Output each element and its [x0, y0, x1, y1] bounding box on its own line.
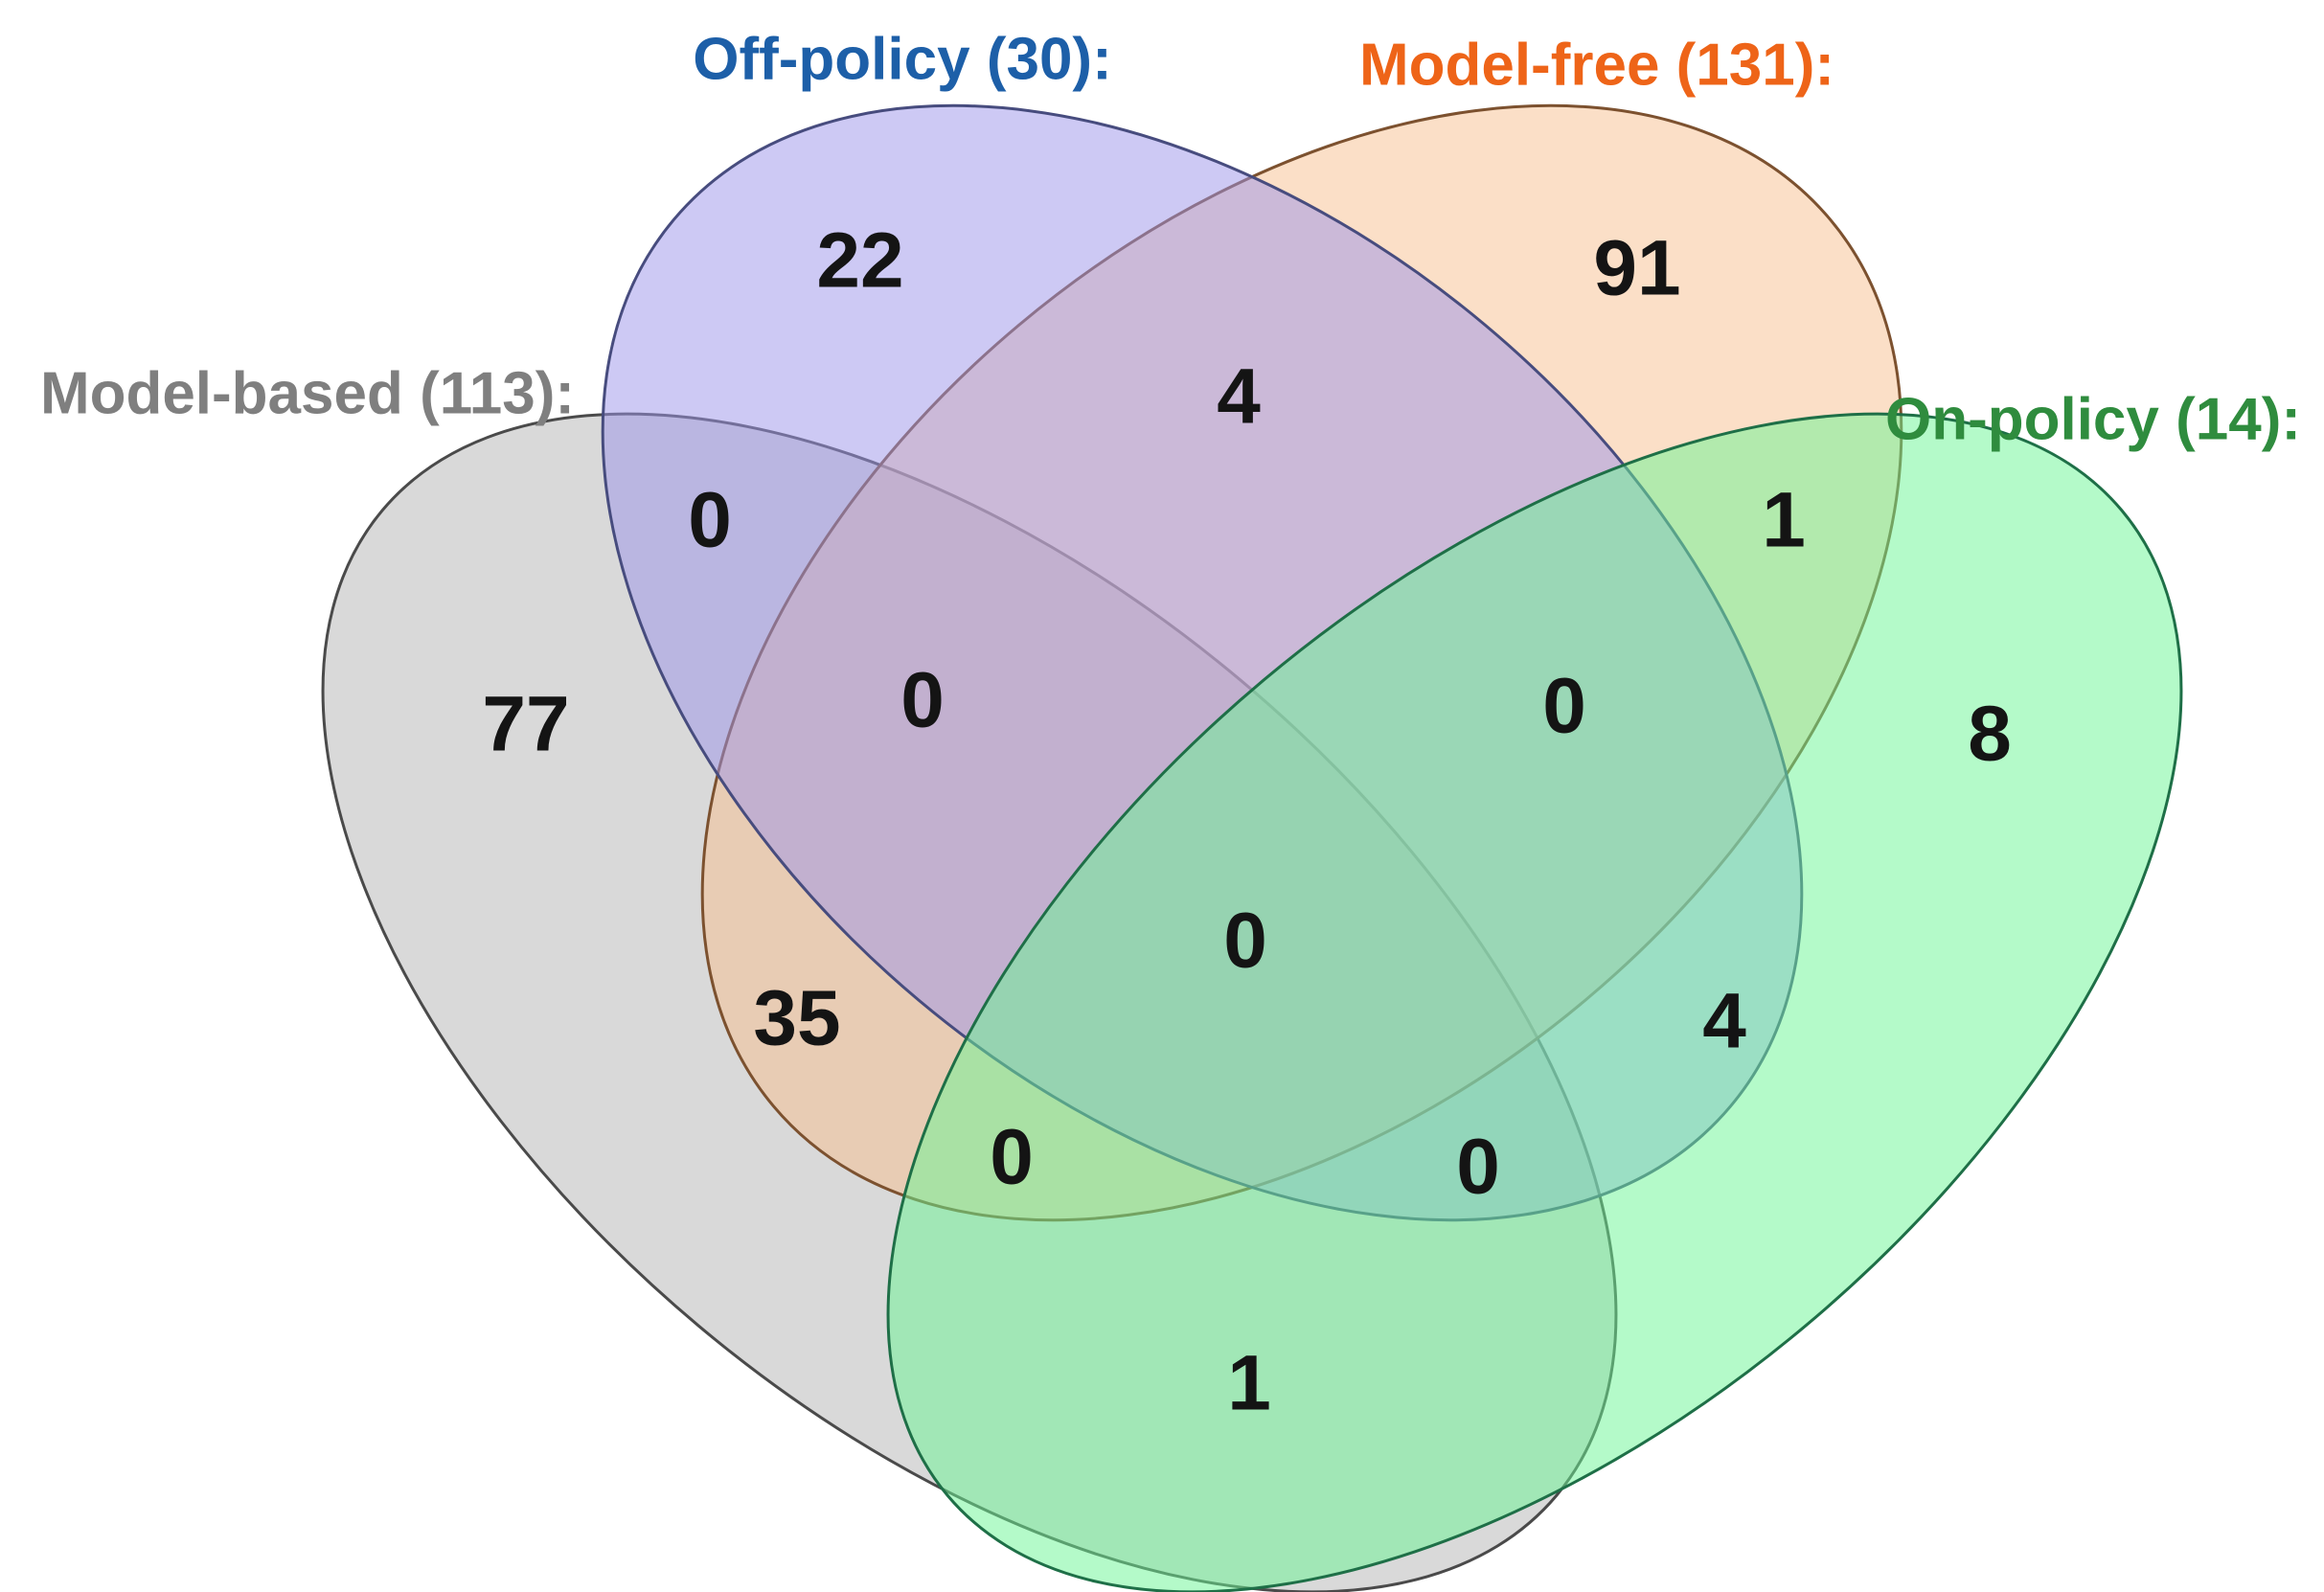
- count-model-based-model-free: 35: [753, 975, 840, 1062]
- set-label-off-policy: Off-policy (30):: [693, 27, 1111, 93]
- count-model-based-only: 77: [482, 681, 569, 768]
- set-label-on-policy: On-policy (14):: [1885, 387, 2301, 453]
- count-on-policy-only: 8: [1968, 691, 2012, 778]
- set-labels: Model-based (113): Off-policy (30): Mode…: [40, 27, 2301, 453]
- count-model-based-model-free-on-policy: 0: [990, 1114, 1034, 1201]
- count-off-policy-model-free-on-policy: 0: [1542, 663, 1586, 750]
- count-model-based-off-policy-on-policy: 0: [1456, 1124, 1500, 1211]
- count-all-four: 0: [1223, 898, 1267, 985]
- count-model-based-off-policy: 0: [688, 477, 732, 564]
- count-model-based-on-policy: 1: [1227, 1340, 1271, 1427]
- count-off-policy-on-policy: 4: [1702, 978, 1746, 1065]
- count-off-policy-model-free: 4: [1217, 353, 1261, 441]
- count-model-free-only: 91: [1593, 225, 1680, 312]
- count-model-based-off-policy-model-free: 0: [900, 657, 945, 744]
- count-model-free-on-policy: 1: [1762, 477, 1806, 564]
- venn-ellipses: [321, 103, 2183, 1592]
- set-label-model-free: Model-free (131):: [1359, 33, 1834, 99]
- set-label-model-based: Model-based (113):: [40, 361, 575, 427]
- count-off-policy-only: 22: [816, 217, 903, 305]
- ellipse-on-policy: [886, 412, 2183, 1592]
- region-counts: 22 91 4 0 1 77 0 0 8 0 35 4 0 0 1: [482, 217, 2011, 1427]
